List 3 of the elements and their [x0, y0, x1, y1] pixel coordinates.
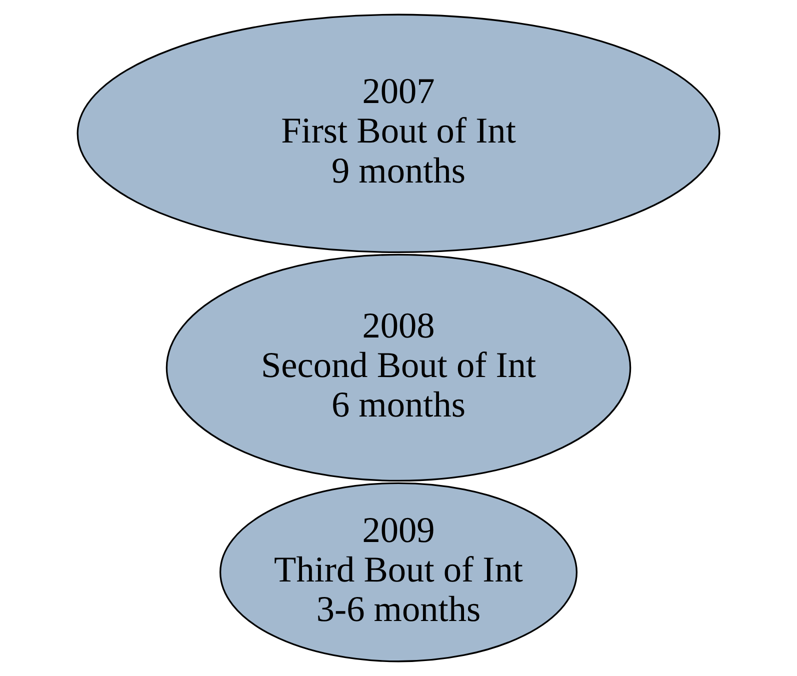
node-ellipse: 2007 First Bout of Int 9 months	[76, 14, 720, 254]
node-ellipse: 2008 Second Bout of Int 6 months	[166, 254, 632, 482]
node-ellipse: 2009 Third Bout of Int 3-6 months	[220, 482, 578, 662]
